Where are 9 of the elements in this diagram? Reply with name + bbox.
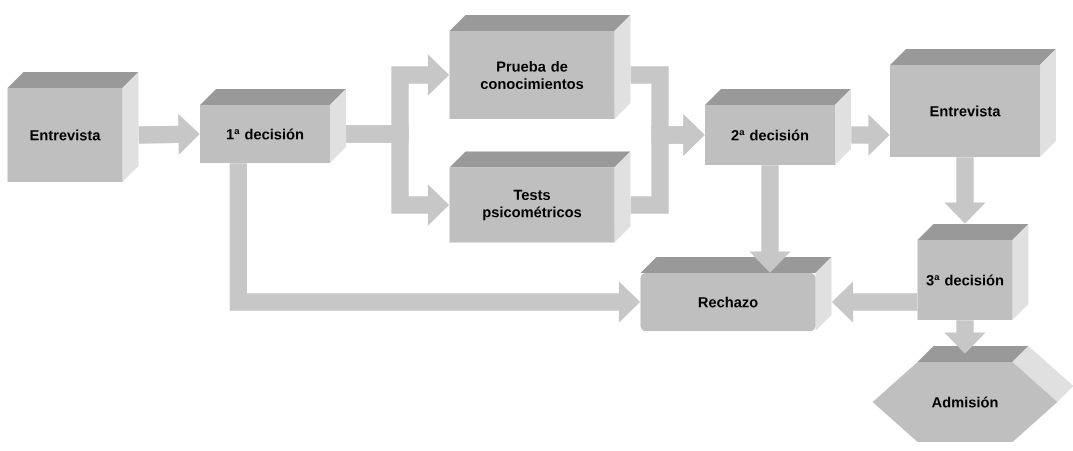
process-box: Entrevista [7,72,139,182]
hexagon-box: Admisión [872,346,1073,442]
process-box: Rechazo [640,257,832,331]
process-box: 1ª decisión [200,89,346,163]
process-box: 3ª decisión [917,224,1029,320]
process-box: Tests psicométricos [449,151,631,243]
process-box: Entrevista [890,49,1056,157]
process-box: 2ª decisión [705,89,851,165]
process-box: Prueba de conocimientos [449,15,631,119]
